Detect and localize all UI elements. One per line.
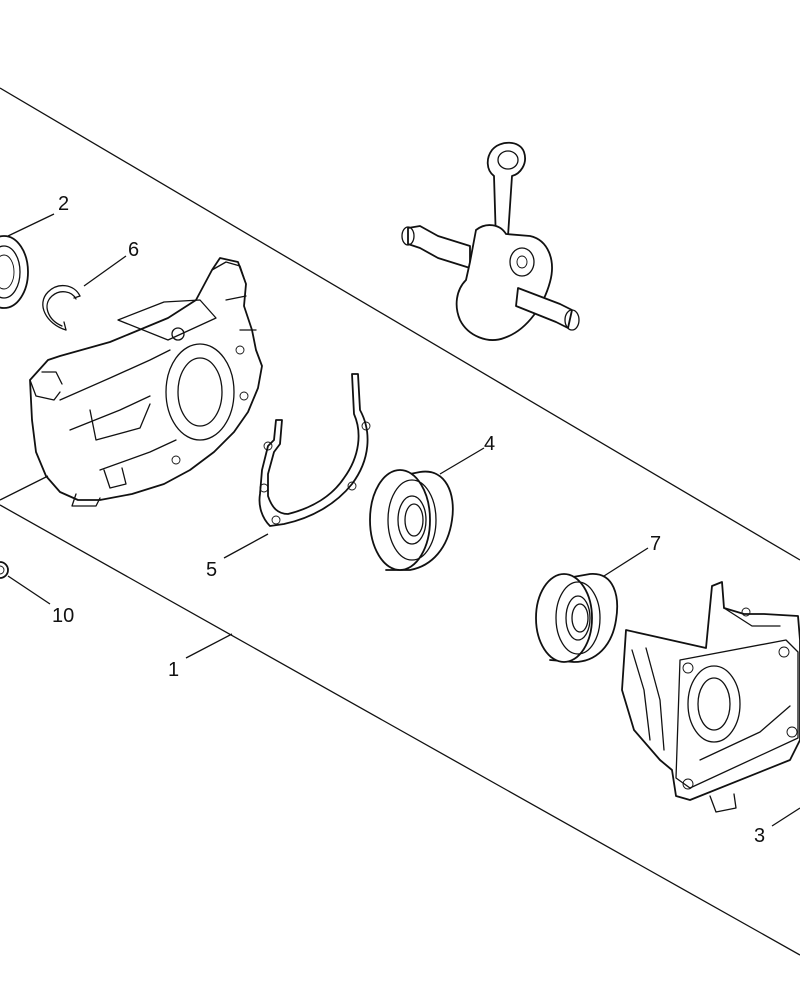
callout-1: 1 — [168, 659, 179, 681]
part-6-circlip — [42, 285, 81, 331]
callout-4: 4 — [484, 433, 495, 455]
callout-3: 3 — [754, 825, 765, 847]
part-2-oil-seal — [0, 235, 29, 309]
callout-5: 5 — [206, 559, 217, 581]
part-1-crankcase-half — [29, 257, 263, 507]
assembly-outline — [0, 87, 800, 956]
callout-labels: 2 6 4 5 7 1 10 3 — [52, 193, 765, 847]
part-4-ball-bearing — [369, 469, 454, 571]
part-3-crankcase-half — [621, 581, 800, 813]
part-5-gasket — [258, 373, 371, 527]
crankshaft-assembly — [401, 141, 580, 341]
callout-7: 7 — [650, 533, 661, 555]
part-10-screw — [0, 561, 9, 579]
callout-10: 10 — [52, 605, 74, 627]
callout-2: 2 — [58, 193, 69, 215]
callout-6: 6 — [128, 239, 139, 261]
part-7-ball-bearing — [535, 573, 618, 663]
leader-lines — [0, 213, 800, 827]
